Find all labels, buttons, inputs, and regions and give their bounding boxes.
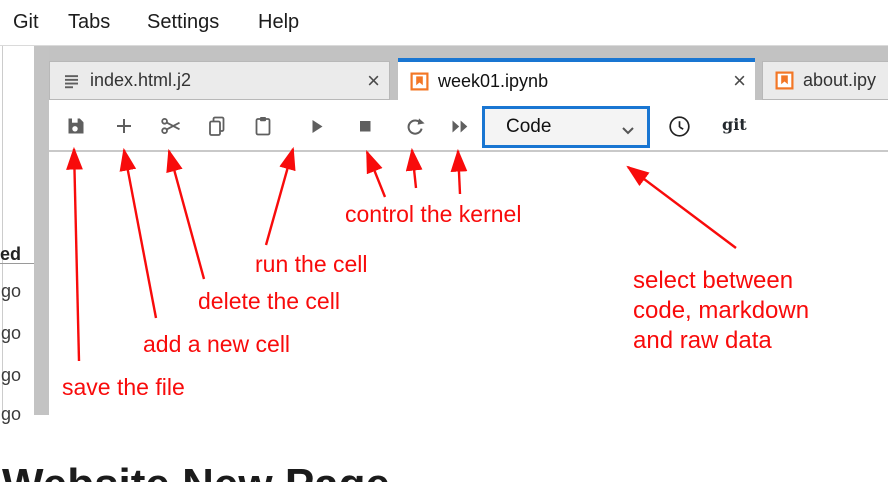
menu-item-git[interactable]: Git (13, 11, 39, 33)
cut-cell-icon (161, 118, 180, 135)
tab-week01-ipynb[interactable]: week01.ipynb × (398, 58, 755, 100)
close-icon[interactable]: × (733, 68, 746, 93)
notebook-icon (775, 71, 794, 90)
clock-icon (669, 116, 690, 137)
file-row-modified[interactable]: go (1, 281, 22, 301)
file-browser-edge (2, 46, 3, 415)
add-cell-icon (117, 119, 131, 133)
history-button[interactable] (667, 114, 692, 139)
note-kernel: control the kernel (345, 201, 522, 227)
save-icon (68, 118, 84, 134)
annotation-arrow (119, 147, 158, 319)
note-save: save the file (62, 374, 185, 400)
restart-kernel-button[interactable] (403, 114, 427, 138)
cell-type-value: Code (506, 116, 552, 137)
menu-item-help[interactable]: Help (258, 11, 300, 33)
menu-item-settings[interactable]: Settings (147, 11, 220, 33)
copy-cell-button[interactable] (205, 114, 229, 138)
note-run: run the cell (255, 251, 368, 277)
stop-kernel-button[interactable] (353, 114, 377, 138)
notebook-icon (410, 72, 429, 91)
menu-item-tabs[interactable]: Tabs (68, 11, 111, 33)
menu-bar: Git Tabs Settings Help (0, 0, 888, 46)
tab-index-html-j2[interactable]: index.html.j2 × (49, 61, 390, 100)
git-toolbar-button[interactable]: git (722, 115, 747, 134)
copy-cell-icon (209, 116, 225, 136)
note-delete: delete the cell (198, 288, 340, 314)
annotation-arrow (264, 146, 296, 246)
annotation-arrow (450, 148, 468, 195)
annotation-arrow (626, 165, 737, 249)
annotation-arrow (405, 147, 423, 189)
annotation-arrow (166, 148, 206, 280)
text-file-icon (65, 75, 78, 89)
note-add: add a new cell (143, 331, 291, 357)
tab-about-ipynb[interactable]: about.ipy (762, 61, 888, 100)
save-button[interactable] (64, 114, 88, 138)
page-heading-partial: Website New Page (2, 460, 390, 482)
paste-cell-icon (255, 117, 271, 136)
annotation-arrow (365, 149, 387, 198)
chevron-down-icon (622, 127, 634, 135)
tab-label: index.html.j2 (90, 70, 192, 90)
cut-cell-button[interactable] (159, 114, 183, 138)
dock-tab-bar: index.html.j2 × week01.ipynb × about.ipy (49, 46, 888, 100)
stop-kernel-icon (360, 121, 371, 132)
note-select: select between code, markdown and raw da… (633, 267, 810, 354)
run-cell-button[interactable] (304, 114, 328, 138)
run-cell-icon (312, 120, 323, 133)
tab-label: about.ipy (803, 70, 877, 90)
run-all-cells-button[interactable] (448, 114, 472, 138)
cell-type-select[interactable]: Code (482, 106, 650, 148)
restart-kernel-icon (407, 118, 425, 135)
column-header-rule (0, 263, 34, 264)
modified-column-header[interactable]: ed (0, 244, 22, 264)
add-cell-button[interactable] (112, 114, 136, 138)
paste-cell-button[interactable] (251, 114, 275, 138)
annotation-arrow (66, 146, 83, 362)
tab-label: week01.ipynb (438, 70, 549, 91)
notebook-toolbar (49, 100, 888, 152)
close-icon[interactable]: × (367, 67, 380, 93)
panel-divider (34, 46, 49, 415)
file-row-modified[interactable]: go (1, 365, 22, 385)
file-row-modified[interactable]: go (1, 323, 22, 343)
run-all-cells-icon (452, 120, 468, 133)
file-row-modified[interactable]: go (1, 404, 22, 424)
